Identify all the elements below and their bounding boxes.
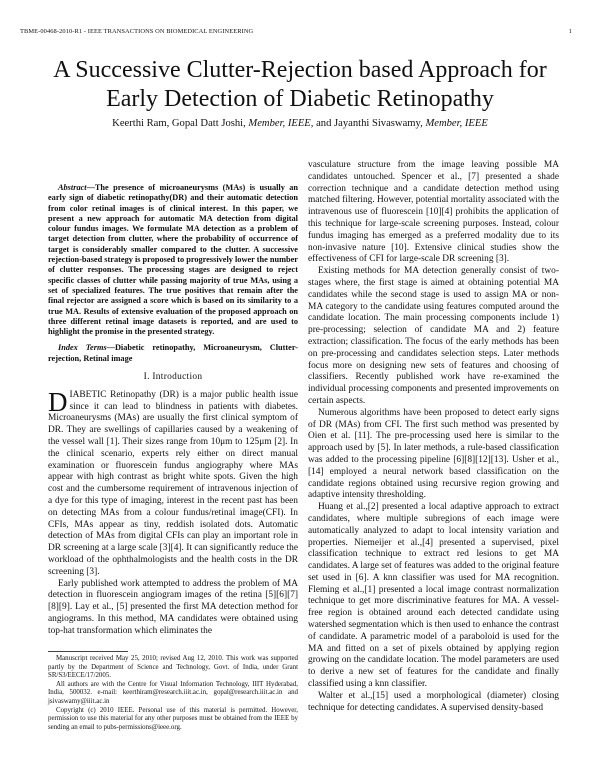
index-terms: Index Terms—Diabetic retinopathy, Microa…: [48, 343, 298, 364]
footnote-affiliation: All authors are with the Centre for Visu…: [48, 680, 298, 705]
right-paragraph-1: vasculature structure from the image lea…: [308, 160, 559, 265]
abstract: Abstract—The presence of microaneurysms …: [48, 183, 298, 337]
right-paragraph-5: Walter et al.,[15] used a morphological …: [308, 690, 559, 713]
page-number: 1: [568, 28, 572, 35]
intro-paragraph-1-text: IABETIC Retinopathy (DR) is a major publ…: [48, 389, 298, 577]
paper-title: A Successive Clutter-Rejection based App…: [30, 56, 570, 114]
index-terms-text: —Diabetic retinopathy, Microaneurysm, Cl…: [48, 343, 298, 363]
abstract-text: —The presence of microaneurysms (MAs) is…: [48, 183, 298, 337]
footnote-rule: [48, 651, 128, 652]
right-paragraph-2: Existing methods for MA detection genera…: [308, 266, 559, 406]
title-line-1: A Successive Clutter-Rejection based App…: [53, 57, 547, 83]
author-line: Keerthi Ram, Gopal Datt Joshi, Member, I…: [30, 118, 570, 129]
drop-cap: D: [48, 386, 68, 417]
abstract-label: Abstract: [58, 183, 87, 192]
footnotes: Manuscript received May 25, 2010; revise…: [48, 655, 298, 732]
section-heading-introduction: I. Introduction: [143, 372, 203, 383]
right-paragraph-4: Huang et al.,[2] presented a local adapt…: [308, 502, 559, 690]
intro-paragraph-2: Early published work attempted to addres…: [48, 578, 298, 636]
author-names-1: Keerthi Ram, Gopal Datt Joshi,: [112, 118, 246, 129]
author-membership-1: Member, IEEE,: [248, 118, 314, 129]
index-terms-label: Index Terms: [58, 343, 107, 353]
title-line-2: Early Detection of Diabetic Retinopathy: [106, 86, 494, 112]
footnote-copyright: Copyright (c) 2010 IEEE. Personal use of…: [48, 706, 298, 731]
running-head-text: TBME-00468-2010-R1 - IEEE TRANSACTIONS O…: [20, 28, 254, 35]
left-column: Abstract—The presence of microaneurysms …: [48, 183, 298, 638]
running-head: TBME-00468-2010-R1 - IEEE TRANSACTIONS O…: [20, 28, 580, 38]
right-paragraph-3: Numerous algorithms have been proposed t…: [308, 407, 559, 501]
author-membership-2: Member, IEEE: [425, 118, 488, 129]
author-names-2: and Jayanthi Sivaswamy,: [316, 118, 423, 129]
footnote-manuscript: Manuscript received May 25, 2010; revise…: [48, 655, 298, 680]
right-column: vasculature structure from the image lea…: [308, 160, 559, 714]
